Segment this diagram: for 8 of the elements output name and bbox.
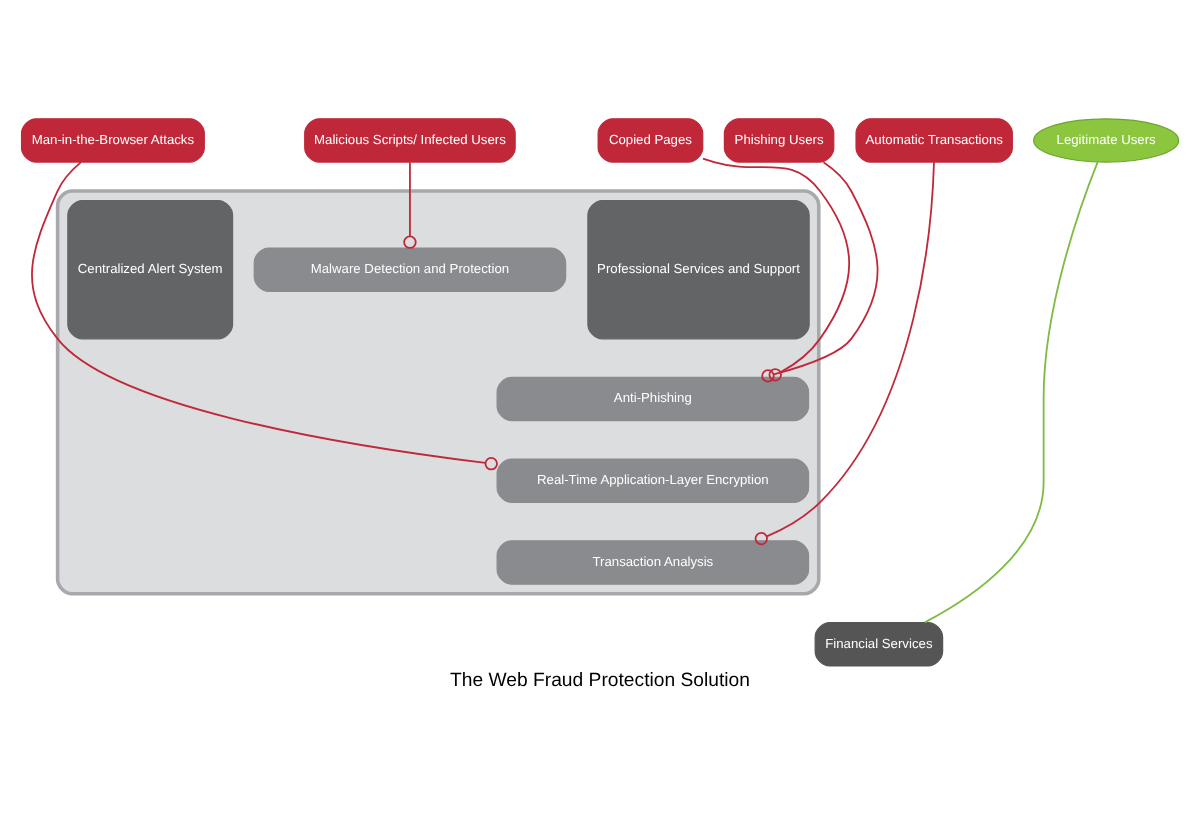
- connector: [403, 160, 417, 248]
- connector: [702, 156, 851, 381]
- connector: [761, 160, 879, 382]
- connector: [923, 160, 1099, 623]
- connector: [754, 160, 935, 545]
- cluster: [55, 188, 821, 595]
- caption: The Web Fraud Protection Solution: [450, 669, 750, 692]
- connector: [31, 160, 498, 470]
